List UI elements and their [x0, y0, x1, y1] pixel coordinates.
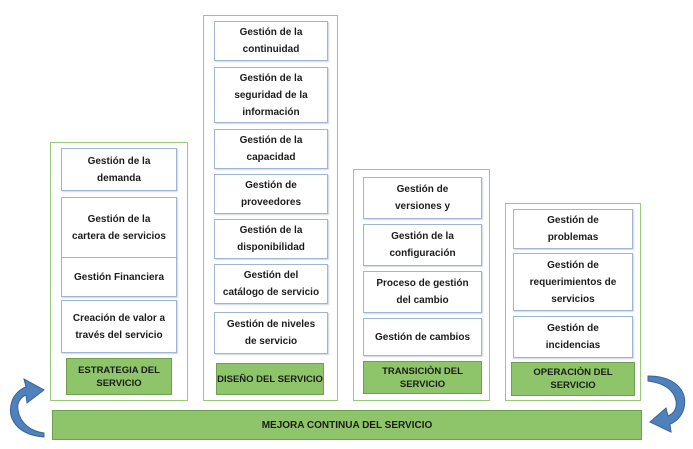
- process-box: Gestión de problemas: [513, 209, 633, 249]
- process-box: Gestión de incidencias: [513, 316, 633, 358]
- column-label: DISEÑO DEL SERVICIO: [216, 363, 324, 395]
- process-box: Gestión de la continuidad: [214, 21, 328, 61]
- process-box: Gestión de cambios: [363, 318, 482, 356]
- process-box: Gestión de la configuración: [363, 224, 482, 266]
- process-box: Proceso de gestión del cambio: [363, 271, 482, 313]
- process-box: Gestión de la demanda: [61, 148, 177, 191]
- process-box: Gestión de la capacidad: [214, 129, 328, 169]
- curved-arrow-right-icon: [647, 375, 686, 433]
- process-box: Gestión de versiones y: [363, 177, 482, 219]
- process-box: Gestión de la disponibilidad: [214, 219, 328, 259]
- column-label: ESTRATEGIA DEL SERVICIO: [66, 358, 172, 395]
- curved-arrow-left-icon: [10, 378, 45, 438]
- column-operacion: Gestión de problemas Gestión de requerim…: [505, 203, 641, 401]
- process-box: Gestión del catálogo de servicio: [214, 264, 328, 304]
- continuous-improvement-bar: MEJORA CONTINUA DEL SERVICIO: [52, 410, 642, 440]
- process-box: Creación de valor a través del servicio: [61, 300, 177, 353]
- process-box: Gestión de niveles de servicio: [214, 312, 328, 354]
- column-transicion: Gestión de versiones y Gestión de la con…: [353, 169, 490, 401]
- column-diseno: Gestión de la continuidad Gestión de la …: [203, 15, 338, 401]
- process-box: Gestión de la cartera de servicios: [61, 197, 177, 258]
- process-box: Gestión de proveedores: [214, 174, 328, 214]
- column-label: TRANSICIÒN DEL SERVICIO: [363, 361, 482, 394]
- process-box: Gestión de requerimientos de servicios: [513, 253, 633, 311]
- column-label: OPERACIÒN DEL SERVICIO: [511, 362, 635, 396]
- column-estrategia: Gestión de la demanda Gestión de la cart…: [50, 142, 188, 401]
- process-box: Gestión de la seguridad de la informació…: [214, 67, 328, 123]
- process-box: Gestión Financiera: [61, 257, 177, 297]
